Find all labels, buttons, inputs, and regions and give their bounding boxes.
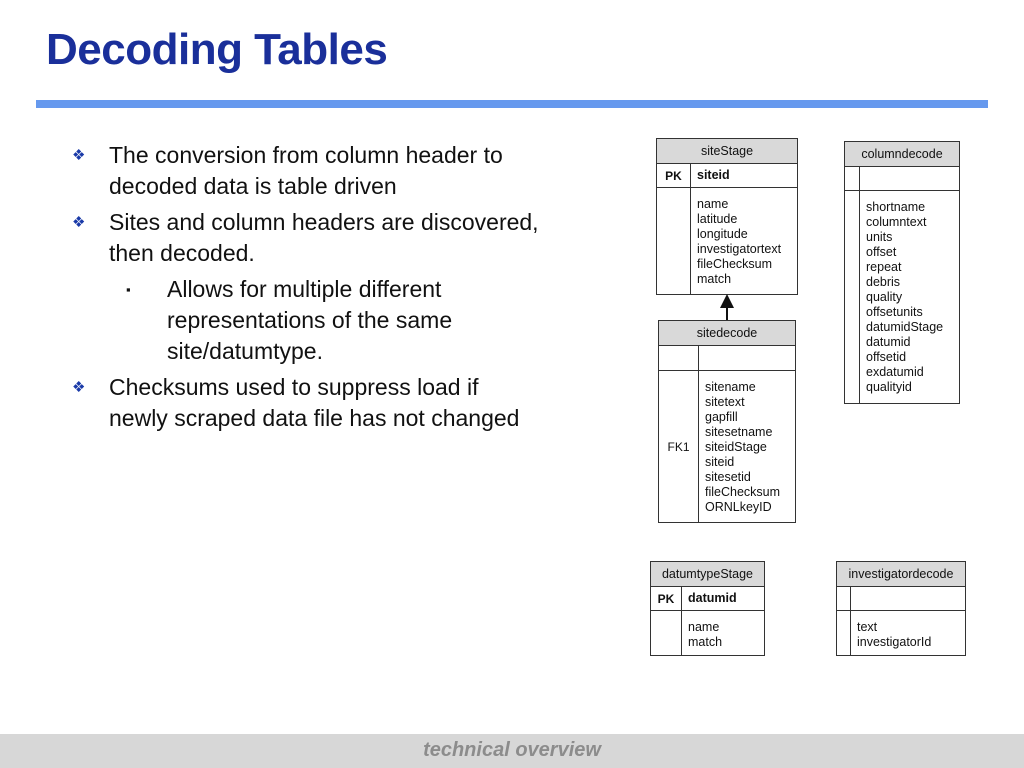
table-sitestage: siteStage PK siteid name latitude longit… bbox=[656, 138, 798, 295]
table-investigatordecode: investigatordecode text investigatorId bbox=[836, 561, 966, 656]
field-list: name latitude longitude investigatortext… bbox=[691, 188, 781, 294]
field-name: longitude bbox=[697, 227, 748, 241]
bullet-item: ❖ Sites and column headers are discovere… bbox=[72, 207, 542, 269]
square-bullet-icon: ▪ bbox=[126, 282, 131, 297]
field-name: fileChecksum bbox=[697, 257, 773, 271]
field-list: text investigatorId bbox=[851, 611, 931, 655]
field-list: shortname columntext units offset repeat… bbox=[860, 191, 943, 403]
field-name: quality bbox=[866, 290, 903, 304]
table-title: siteStage bbox=[657, 139, 797, 164]
key-column bbox=[845, 167, 860, 190]
footer-bar: technical overview bbox=[0, 734, 1024, 768]
arrow-up-icon bbox=[720, 294, 734, 308]
field-name: sitetext bbox=[705, 395, 745, 409]
key-column bbox=[657, 188, 691, 294]
field-name: datumidStage bbox=[866, 320, 944, 334]
sub-bullet-text: Allows for multiple different representa… bbox=[167, 276, 453, 364]
empty-field bbox=[699, 346, 705, 370]
table-title: sitedecode bbox=[659, 321, 795, 346]
field-name: ORNLkeyID bbox=[705, 500, 772, 514]
field-name: offset bbox=[866, 245, 897, 259]
pk-field: siteid bbox=[697, 168, 730, 182]
field-row: FK1 sitename sitetext gapfill sitesetnam… bbox=[659, 371, 795, 522]
bullet-text: Checksums used to suppress load if newly… bbox=[109, 374, 520, 431]
field-row: name match bbox=[651, 611, 764, 655]
field-row: shortname columntext units offset repeat… bbox=[845, 191, 959, 403]
pk-field: datumid bbox=[688, 591, 737, 605]
bullet-item: ❖ Checksums used to suppress load if new… bbox=[72, 372, 542, 434]
pk-row: PK datumid bbox=[651, 587, 764, 611]
empty-field bbox=[851, 587, 857, 610]
field-name: siteid bbox=[705, 455, 735, 469]
field-name: columntext bbox=[866, 215, 927, 229]
pk-row bbox=[837, 587, 965, 611]
field-name: offsetunits bbox=[866, 305, 923, 319]
table-title: datumtypeStage bbox=[651, 562, 764, 587]
page-title: Decoding Tables bbox=[46, 25, 388, 74]
fk-label: FK1 bbox=[659, 371, 699, 522]
field-row: name latitude longitude investigatortext… bbox=[657, 188, 797, 294]
pk-row: PK siteid bbox=[657, 164, 797, 188]
field-list: name match bbox=[682, 611, 722, 655]
pk-row bbox=[845, 167, 959, 191]
field-name: sitename bbox=[705, 380, 756, 394]
table-title: investigatordecode bbox=[837, 562, 965, 587]
field-name: shortname bbox=[866, 200, 926, 214]
sub-bullet-item: ▪ Allows for multiple different represen… bbox=[72, 274, 542, 367]
table-sitedecode: sitedecode FK1 sitename sitetext gapfill… bbox=[658, 320, 796, 523]
empty-field bbox=[860, 167, 866, 190]
field-name: match bbox=[697, 272, 732, 286]
field-name: qualityid bbox=[866, 380, 912, 394]
field-name: exdatumid bbox=[866, 365, 924, 379]
bullet-list: ❖ The conversion from column header to d… bbox=[72, 140, 542, 439]
key-column bbox=[651, 611, 682, 655]
table-datumtypestage: datumtypeStage PK datumid name match bbox=[650, 561, 765, 656]
footer-text: technical overview bbox=[423, 739, 601, 761]
pk-label: PK bbox=[657, 164, 691, 187]
key-column bbox=[659, 346, 699, 370]
field-name: latitude bbox=[697, 212, 738, 226]
field-list: sitename sitetext gapfill sitesetname si… bbox=[699, 371, 780, 522]
field-name: investigatorId bbox=[857, 635, 932, 649]
table-columndecode: columndecode shortname columntext units … bbox=[844, 141, 960, 404]
key-column bbox=[837, 611, 851, 655]
key-column bbox=[837, 587, 851, 610]
field-row: text investigatorId bbox=[837, 611, 965, 655]
bullet-text: The conversion from column header to dec… bbox=[109, 142, 503, 199]
field-name: debris bbox=[866, 275, 901, 289]
relationship-line bbox=[726, 306, 728, 320]
field-name: sitesetname bbox=[705, 425, 773, 439]
key-column bbox=[845, 191, 860, 403]
field-name: offsetid bbox=[866, 350, 907, 364]
field-name: investigatortext bbox=[697, 242, 782, 256]
field-name: name bbox=[697, 197, 729, 211]
table-title: columndecode bbox=[845, 142, 959, 167]
field-name: text bbox=[857, 620, 878, 634]
title-divider bbox=[36, 100, 988, 108]
field-name: sitesetid bbox=[705, 470, 751, 484]
field-name: gapfill bbox=[705, 410, 738, 424]
bullet-text: Sites and column headers are discovered,… bbox=[109, 209, 539, 266]
diamond-bullet-icon: ❖ bbox=[72, 147, 86, 164]
diamond-bullet-icon: ❖ bbox=[72, 214, 86, 231]
pk-row bbox=[659, 346, 795, 371]
field-name: fileChecksum bbox=[705, 485, 781, 499]
field-name: units bbox=[866, 230, 893, 244]
field-name: match bbox=[688, 635, 723, 649]
diamond-bullet-icon: ❖ bbox=[72, 379, 86, 396]
field-name: siteidStage bbox=[705, 440, 767, 454]
field-name: datumid bbox=[866, 335, 911, 349]
field-name: repeat bbox=[866, 260, 902, 274]
field-name: name bbox=[688, 620, 720, 634]
bullet-item: ❖ The conversion from column header to d… bbox=[72, 140, 542, 202]
pk-label: PK bbox=[651, 587, 682, 610]
